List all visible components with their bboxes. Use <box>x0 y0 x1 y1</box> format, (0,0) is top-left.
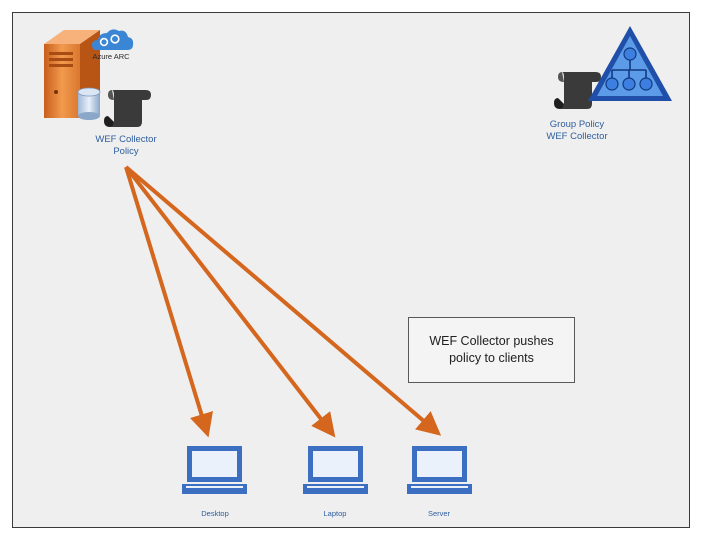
arrow-to-desktop <box>124 166 213 438</box>
laptop-icon <box>303 446 368 494</box>
azure-arc-label: Azure ARC <box>92 52 130 61</box>
label-line: Group Policy <box>549 119 605 130</box>
push-arrows <box>124 165 442 438</box>
arrow-to-server <box>124 165 442 436</box>
note-line: WEF Collector pushes <box>429 334 554 348</box>
arrow-to-laptop <box>124 165 336 438</box>
group-policy-label: Group Policy WEF Collector <box>531 119 623 143</box>
policy-scroll-icon <box>104 90 151 127</box>
laptop-icon <box>407 446 472 494</box>
client-label-laptop: Laptop <box>323 509 347 518</box>
client-label-desktop: Desktop <box>201 509 229 518</box>
wef-collector-policy-label: WEF Collector Policy <box>80 134 172 158</box>
client-label-server: Server <box>427 509 451 518</box>
database-icon <box>77 87 101 120</box>
cloud-icon <box>92 29 134 50</box>
label-line: WEF Collector <box>546 131 608 142</box>
note-box: WEF Collector pushes policy to clients <box>408 317 575 383</box>
label-line: Policy <box>113 146 139 157</box>
label-line: WEF Collector <box>95 134 157 145</box>
group-policy-icon <box>588 26 672 101</box>
laptop-icon <box>182 446 247 494</box>
note-line: policy to clients <box>449 351 534 365</box>
